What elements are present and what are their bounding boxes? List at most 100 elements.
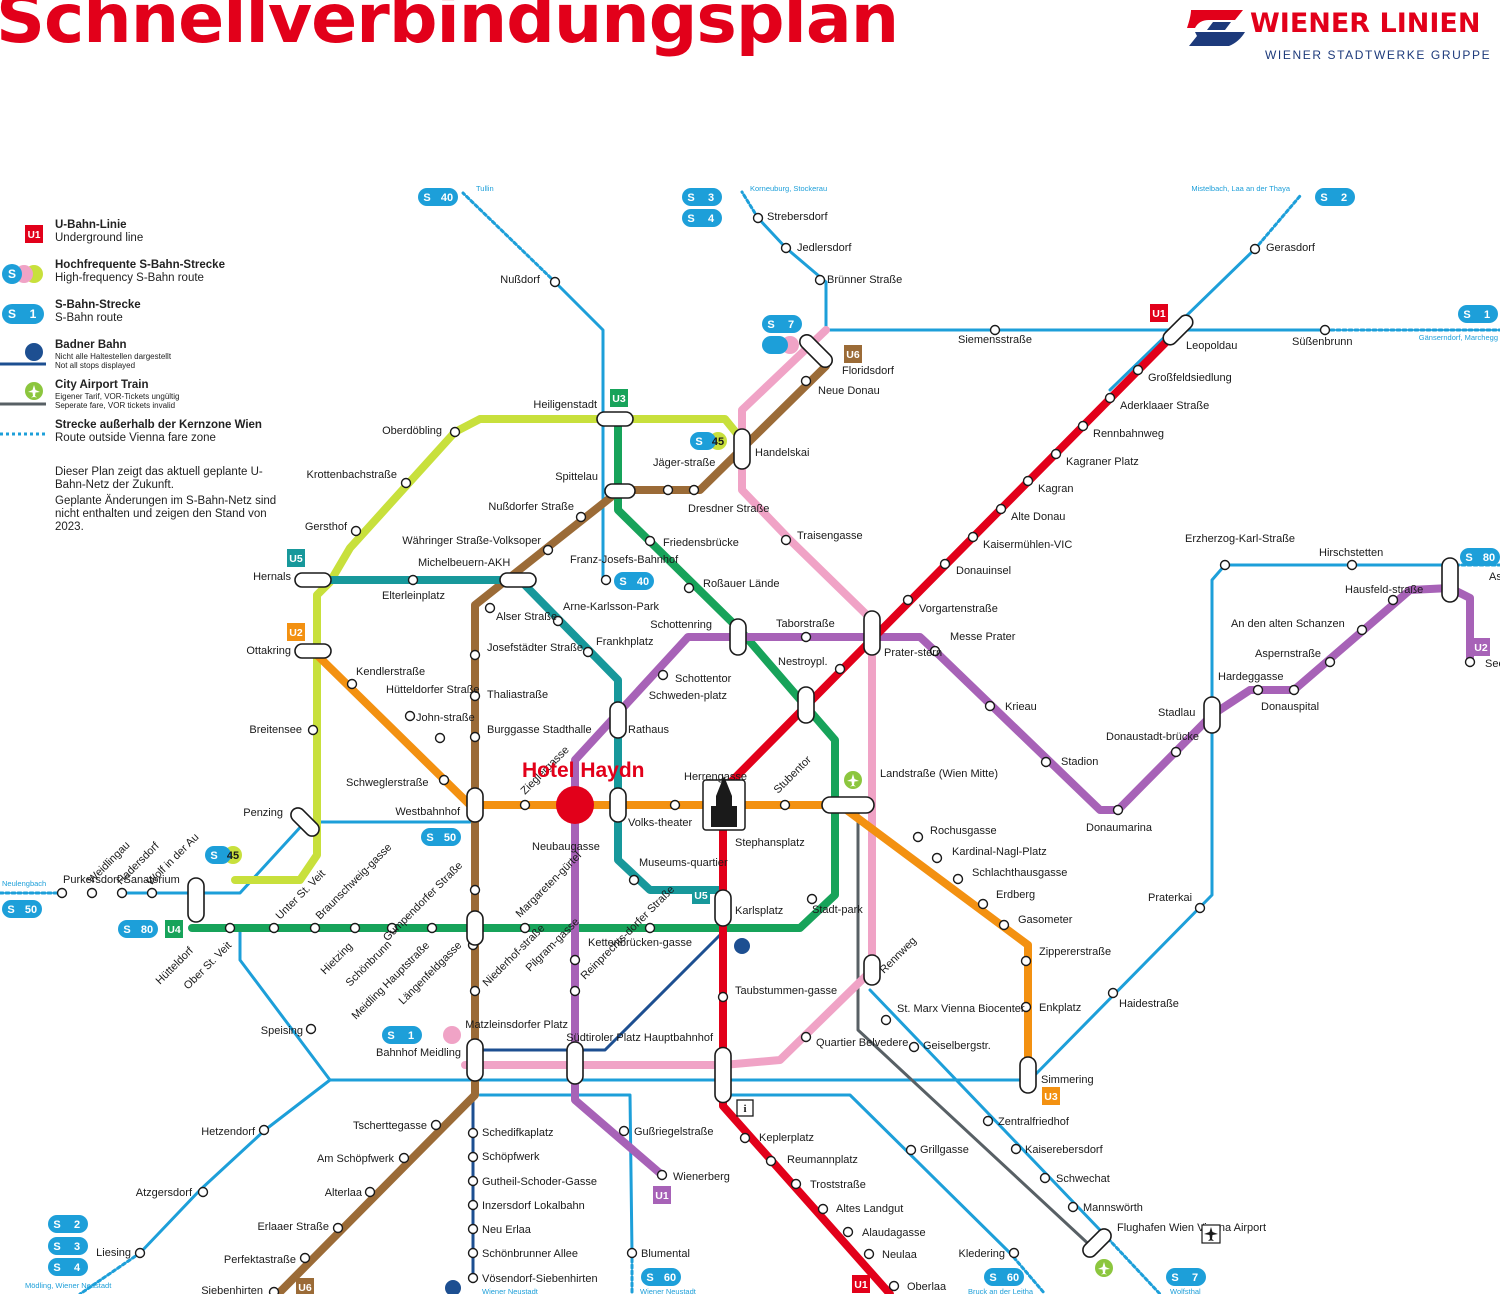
s-bahn-s7-line — [868, 988, 1102, 1232]
interchange-capsule — [1203, 696, 1221, 734]
destination-label: Wolfsthal — [1170, 1287, 1201, 1294]
legend-subtitle: Underground line — [55, 232, 144, 244]
station-dot — [467, 1199, 479, 1211]
station-label: Aderklaaer Straße — [1120, 400, 1209, 412]
station-label: Grillgasse — [920, 1144, 969, 1156]
s-bahn-badge-number: 2 — [1341, 192, 1347, 204]
s-bahn-badge-number: 80 — [141, 924, 153, 936]
station-dot — [1346, 559, 1358, 571]
station-dot — [1132, 364, 1144, 376]
u-line-badge: U1 — [852, 1275, 870, 1293]
cat-icon — [844, 771, 862, 789]
s-bahn-badge-s: S — [619, 576, 626, 588]
cat-icon-plane — [847, 774, 859, 787]
station-dot — [519, 922, 531, 934]
station-label: Gersthof — [305, 521, 348, 533]
s-bahn-badge-pill — [2, 900, 42, 918]
station-dot — [346, 678, 358, 690]
station-dot — [931, 852, 943, 864]
s-bahn-s2-outside — [1253, 194, 1302, 251]
station-label: Krottenbachstraße — [307, 469, 398, 481]
station-dot — [299, 1252, 311, 1264]
station-label: Gußriegelstraße — [634, 1126, 713, 1138]
station-label: Museums-quartier — [639, 857, 728, 869]
station-dot — [467, 1151, 479, 1163]
s-bahn-badge-pill — [1166, 1268, 1206, 1286]
u-square-icon: U1 — [25, 225, 43, 243]
station-label: Nußdorfer Straße — [488, 501, 574, 513]
u-line-badge-box — [287, 623, 305, 641]
station-label: Zippererstraße — [1039, 946, 1111, 958]
station-label: Roßauer Lände — [703, 578, 779, 590]
station-dot — [657, 669, 669, 681]
station-dot — [998, 919, 1010, 931]
station-label: Herrengasse — [684, 771, 747, 783]
u-line-badge: U6 — [844, 345, 862, 363]
station-label: Taborstraße — [776, 618, 835, 630]
s-bahn-badge-s: S — [53, 1241, 60, 1253]
airport-icon — [1201, 1224, 1221, 1244]
station-label: Westbahnhof — [395, 806, 461, 818]
legend-title: City Airport Train — [55, 379, 149, 391]
station-dot — [268, 1286, 280, 1294]
station-dot — [400, 477, 412, 489]
u-line-badge-label: U2 — [289, 627, 303, 639]
station-dot — [582, 646, 594, 658]
station-label: Schöpfwerk — [482, 1151, 540, 1163]
info-icon: i — [736, 1099, 754, 1117]
station-label: Messe Prater — [950, 631, 1016, 643]
station-dot — [739, 1132, 751, 1144]
station-label: Troststraße — [810, 1179, 866, 1191]
station-label: Kettenbrücken-gasse — [588, 937, 692, 949]
u-line-badge-label: U4 — [167, 924, 181, 936]
station-label: Alser Straße — [496, 611, 557, 623]
station-label: Schottenring — [650, 619, 712, 631]
station-label: John-straße — [416, 712, 475, 724]
station-dot — [912, 831, 924, 843]
station-label: Aspern — [1489, 571, 1500, 583]
station-dot — [430, 1119, 442, 1131]
u-line-badge-label: U5 — [289, 553, 303, 565]
station-dot — [1324, 656, 1336, 668]
station-label: Flughafen Wien Vienna Airport — [1117, 1222, 1266, 1234]
station-label: Liesing — [96, 1247, 131, 1259]
station-label: Großfeldsiedlung — [1148, 372, 1232, 384]
station-label: Ottakring — [246, 645, 291, 657]
interchange-capsule — [604, 483, 636, 499]
cathedral-icon-shape — [711, 776, 737, 827]
station-label: Südtiroler Platz Hauptbahnhof — [566, 1032, 714, 1044]
s-bahn-badge-pill — [382, 1026, 422, 1044]
s-bahn-badge-number: 40 — [441, 192, 453, 204]
destination-label: Wiener Neustadt — [640, 1287, 697, 1294]
station-label: Bahnhof Meidling — [376, 1047, 461, 1059]
station-dot — [569, 985, 581, 997]
s-bahn-badge-number: 60 — [664, 1272, 676, 1284]
s-bahn-badge-pill — [1458, 305, 1498, 323]
interchange-capsule — [466, 1038, 484, 1082]
u-line-badge-box — [1042, 1087, 1060, 1105]
station-label: Donaustadt-brücke — [1106, 731, 1199, 743]
station-label: Kardinal-Nagl-Platz — [952, 846, 1047, 858]
s-bahn-badge-s: S — [210, 850, 217, 862]
legend-title: Hochfrequente S-Bahn-Strecke — [55, 259, 225, 271]
u-line-badge: U6 — [296, 1278, 314, 1294]
station-label: Leopoldau — [1186, 340, 1237, 352]
station-dot — [780, 242, 792, 254]
station-dot — [386, 922, 398, 934]
u-line-badge-box — [610, 389, 628, 407]
s-bahn-badge-pill — [614, 572, 654, 590]
station-label: Simmering — [1041, 1074, 1094, 1086]
station-dot — [995, 503, 1007, 515]
interchange-capsule — [596, 411, 634, 427]
station-label: Währinger Straße-Volksoper — [402, 535, 541, 547]
station-label: Josefstädter Straße — [487, 642, 583, 654]
station-dot — [800, 631, 812, 643]
